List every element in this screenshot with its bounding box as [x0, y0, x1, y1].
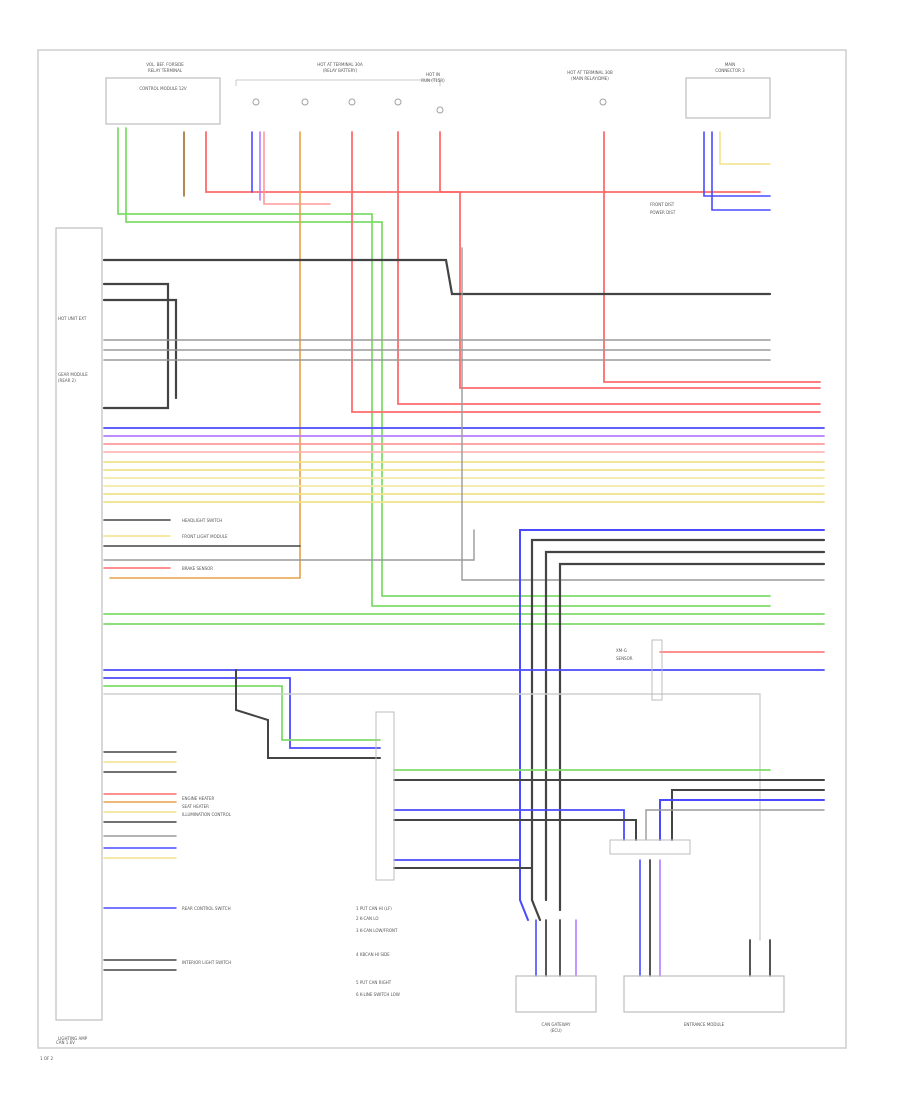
xm-label-1: XM-G	[616, 648, 627, 653]
main-connector-box	[685, 77, 771, 119]
wire-gray-mid	[103, 529, 475, 561]
wire-black-gw-3	[558, 562, 826, 912]
fuse-4	[394, 98, 402, 106]
box1-label-2: RELAY TERMINAL	[148, 68, 183, 73]
wire-gray-right-3	[645, 809, 825, 841]
left-module: HOT UNIT EXT GEAR MODULE (REAR 2) LIGHTI…	[55, 227, 103, 1041]
group1-label-1: HOT AT TERMINAL 30A	[317, 62, 363, 67]
wire-black-low	[235, 669, 381, 759]
wire-pink-top	[263, 131, 331, 205]
ground-label-8: INTERIOR LIGHT SWITCH	[182, 960, 231, 965]
fuse-1	[252, 98, 260, 106]
wire-black-entrance	[393, 819, 637, 841]
ground-label-2: FRONT LIGHT MODULE	[182, 534, 228, 539]
wire-blue-entrance	[393, 809, 625, 841]
bottom-area: 1 PUT CAN HI (LF) 2 K-CAN LO 3 K-CAN LOW…	[40, 906, 785, 1061]
sheet-number: 1 OF 2	[40, 1056, 54, 1061]
ground-label-6: ILLUMINATION CONTROL	[182, 812, 232, 817]
right-label-2: POWER DIST	[650, 210, 676, 215]
ground-label-5: SEAT HEATER	[182, 804, 209, 809]
box1-inner-label: CONTROL MODULE 12V	[139, 86, 187, 91]
wires	[102, 127, 826, 977]
text-labels: HEADLIGHT SWITCH FRONT LIGHT MODULE BRAK…	[182, 202, 676, 965]
wire-gray-vert	[461, 247, 825, 581]
connector-bottom-right	[609, 839, 691, 855]
left-module-title-c: (REAR 2)	[58, 378, 76, 383]
top-connector-area: VOL. BEF. FORSIDE RELAY TERMINAL CONTROL…	[105, 62, 771, 125]
entrance-module-box	[623, 975, 785, 1013]
can-gateway-label: CAN GATEWAY	[542, 1022, 571, 1027]
wire-green-top	[117, 127, 771, 607]
ground-label-4: ENGINE HEATER	[182, 796, 215, 801]
group2-label-2: RUN (T15R)	[421, 78, 445, 83]
box1-label-1: VOL. BEF. FORSIDE	[146, 62, 184, 67]
legend-item-6: 6 K-LINE SWITCH LOW	[356, 992, 400, 997]
group1-bracket	[235, 79, 441, 86]
entrance-module-label: ENTRANCE MODULE	[684, 1022, 725, 1027]
ground-label-1: HEADLIGHT SWITCH	[182, 518, 222, 523]
wire-blue-right-1	[703, 131, 771, 197]
wire-blue-gw-1	[519, 529, 825, 921]
wire-blue-right-3	[659, 799, 825, 841]
connectors	[375, 639, 691, 881]
group3-label-2: (MAIN RELAY/DME)	[571, 76, 609, 81]
left-module-box	[55, 227, 103, 1021]
connector-right-mid	[651, 639, 663, 701]
wire-red-2	[351, 131, 821, 413]
left-module-footer: LIGHTING AMP	[58, 1036, 88, 1041]
wire-black-2	[102, 282, 170, 410]
box2-label-1: MAIN	[725, 62, 735, 67]
wire-blue-right-2	[711, 131, 771, 211]
wire-black-3	[102, 298, 178, 400]
wire-black-gw-1	[530, 538, 826, 922]
fuse-group	[252, 98, 607, 114]
left-module-title-b: GEAR MODULE	[58, 372, 88, 377]
can-gateway-box	[515, 975, 597, 1013]
legend-item-2: 2 K-CAN LO	[356, 916, 379, 921]
connector-entrance	[375, 711, 395, 881]
wire-red-5	[603, 131, 821, 383]
legend-item-1: 1 PUT CAN HI (LF)	[356, 906, 392, 911]
box2-label-2: CONNECTOR 3	[715, 68, 745, 73]
control-module-box	[105, 77, 221, 125]
legend-item-4: 4 KBCAN HI SIDE	[356, 952, 390, 957]
wire-black-gw-2	[544, 550, 826, 902]
wire-red-3	[397, 131, 821, 405]
left-module-title-a: HOT UNIT EXT	[58, 316, 87, 321]
can-gateway-sub: (ECU)	[550, 1028, 562, 1033]
fuse-6	[599, 98, 607, 106]
wire-gray-low	[103, 693, 761, 941]
ground-label-7: REAR CONTROL SWITCH	[182, 906, 231, 911]
diagram-frame	[37, 49, 847, 1049]
wire-red-4	[439, 131, 761, 193]
group2-label-1: HOT IN	[426, 72, 440, 77]
wire-blue-low-2	[103, 677, 381, 749]
xm-label-2: SENSOR	[616, 656, 633, 661]
group1-label-2: (RELAY BATTERY)	[323, 68, 358, 73]
wire-black-1	[102, 258, 772, 296]
fuse-5	[436, 106, 444, 114]
group3-label-1: HOT AT TERMINAL 30B	[567, 70, 613, 75]
wire-yellow-right	[719, 131, 771, 165]
wire-orange	[109, 131, 301, 579]
ground-label-3: BRAKE SENSOR	[182, 566, 213, 571]
wire-black-right-2	[671, 789, 825, 841]
footer-left-label: CAN 1.6V	[56, 1040, 75, 1045]
legend-item-5: 5 PUT CAN RIGHT	[356, 980, 392, 985]
wire-green-top-2	[125, 127, 771, 597]
legend-item-3: 3 K-CAN LOW/FRONT	[356, 928, 398, 933]
right-label-1: FRONT DIST	[650, 202, 675, 207]
fuse-3	[348, 98, 356, 106]
fuse-2	[301, 98, 309, 106]
wire-green-low	[103, 685, 381, 741]
